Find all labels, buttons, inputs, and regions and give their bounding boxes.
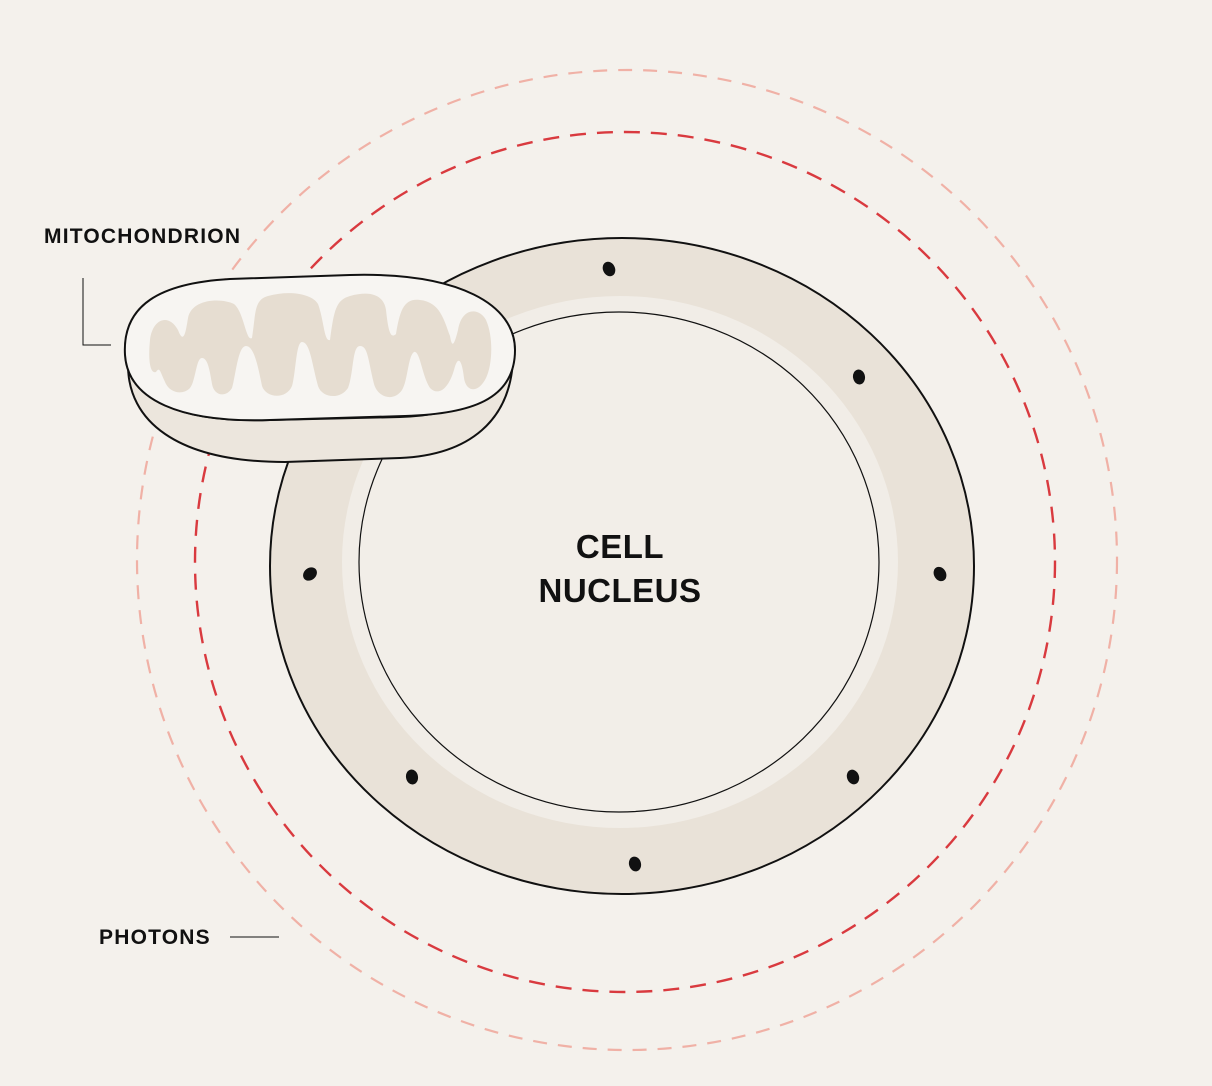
nuclear-pore bbox=[846, 769, 860, 785]
nucleoplasm bbox=[358, 311, 880, 813]
nuclear-pore bbox=[933, 566, 947, 582]
nuclear-pore bbox=[405, 769, 419, 785]
mitochondrion-label: MITOCHONDRION bbox=[44, 225, 241, 248]
mitochondrion bbox=[123, 273, 516, 463]
photons-label: PHOTONS bbox=[99, 926, 211, 949]
photon-ring-inner bbox=[193, 130, 1057, 994]
nuclear-pores bbox=[303, 261, 947, 872]
nuclear-pore bbox=[303, 567, 317, 581]
nuclear-pore bbox=[628, 856, 642, 872]
nuclear-pore bbox=[602, 261, 616, 277]
nucleus-label-line1: CELL bbox=[576, 528, 664, 565]
mitochondrion-leader-line bbox=[82, 278, 111, 346]
photon-ring-outer bbox=[135, 68, 1119, 1052]
nucleus-label-line2: NUCLEUS bbox=[538, 572, 701, 609]
mitochondrion-cristae bbox=[149, 293, 492, 398]
nuclear-pore bbox=[852, 369, 866, 385]
